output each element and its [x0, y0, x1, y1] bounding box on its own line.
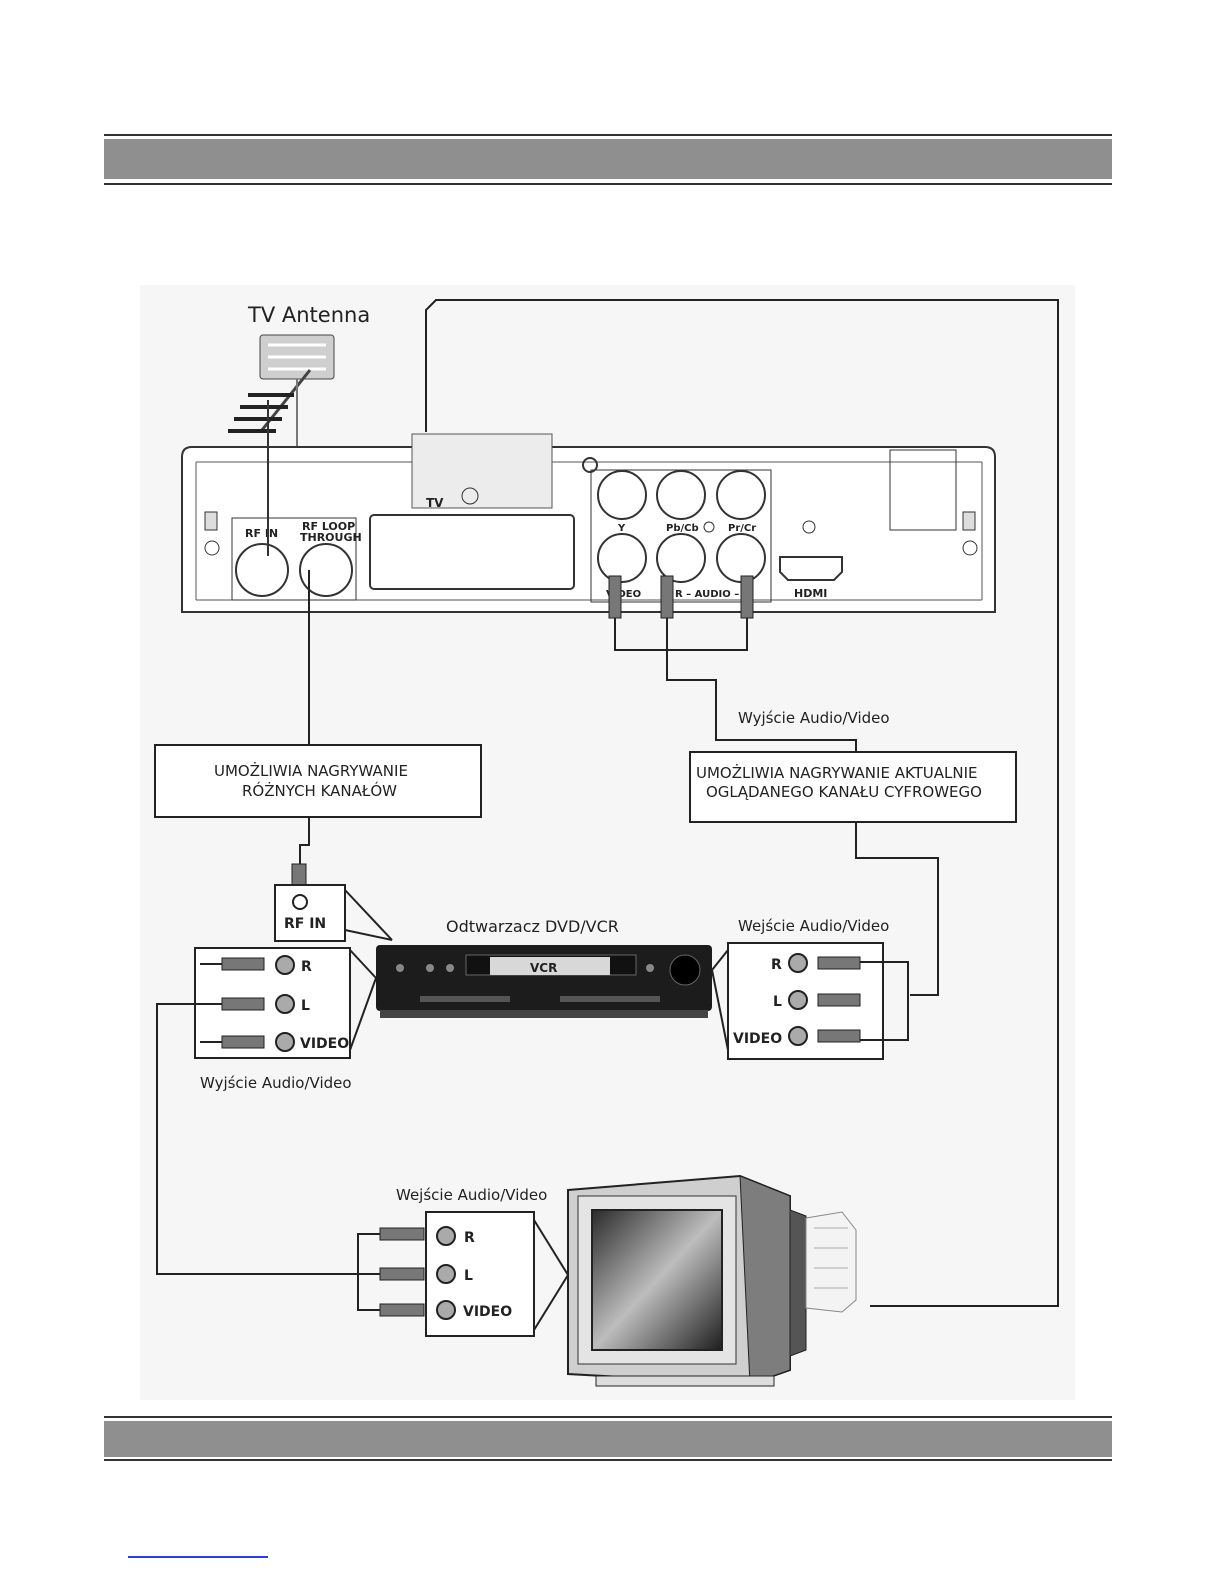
stb-back-panel: [181, 433, 996, 613]
vcr-in-l-label: L: [773, 994, 782, 1010]
dvd-vcr-label: Odtwarzacz DVD/VCR: [446, 917, 619, 936]
stb-video-label: VIDEO: [606, 589, 641, 600]
television-icon: [567, 1174, 807, 1387]
stb-y-label: Y: [617, 523, 626, 534]
scart-cable: [425, 299, 1059, 1307]
stb-rf-in-label: RF IN: [245, 527, 278, 540]
tv-antenna-icon: [228, 334, 335, 450]
stb-av-out-line: [666, 618, 857, 752]
tv-in-l-label: L: [464, 1268, 473, 1284]
stb-through-label: THROUGH: [300, 531, 362, 544]
tv-in-r-label: R: [464, 1230, 475, 1246]
stb-rca-plugs: [608, 575, 754, 619]
vcr-out-r-label: R: [301, 959, 312, 975]
tv-in-video-label: VIDEO: [463, 1304, 512, 1320]
tv-input-inset: [357, 1211, 569, 1337]
info-box-left-line1: UMOŻLIWIA NAGRYWANIE: [214, 761, 408, 780]
vcr-to-tv-cable: [156, 1003, 380, 1275]
left-box-cable: [299, 817, 310, 870]
vcr-badge-label: VCR: [530, 961, 557, 975]
vcr-input-inset: [711, 942, 909, 1060]
stb-hdmi-label: HDMI: [794, 587, 827, 600]
vcr-in-av-label: Wejście Audio/Video: [738, 917, 889, 935]
stb-out-av-label: Wyjście Audio/Video: [738, 709, 890, 727]
vcr-in-video-label: VIDEO: [733, 1031, 782, 1047]
vcr-in-r-label: R: [771, 957, 782, 973]
dvd-vcr-device: [376, 945, 712, 1018]
header-band: [104, 134, 1112, 186]
stb-pbcb-label: Pb/Cb: [666, 523, 699, 534]
vcr-rf-in-inset: [274, 863, 393, 942]
vcr-out-l-label: L: [301, 998, 310, 1014]
stb-av-cable: [614, 618, 748, 651]
footer-link-underline: [128, 1556, 268, 1558]
footer-band: [104, 1416, 1112, 1462]
stb-rf-loop-label: RF LOOP: [302, 520, 355, 533]
stb-audio-label: R – AUDIO – L: [675, 589, 750, 600]
info-box-right-line1: UMOŻLIWIA NAGRYWANIE AKTUALNIE: [696, 763, 978, 782]
right-box-cable: [855, 822, 939, 996]
tv-scart-plug: [805, 1211, 857, 1313]
stb-prcr-label: Pr/Cr: [728, 523, 756, 534]
tv-in-av-label: Wejście Audio/Video: [396, 1186, 547, 1204]
info-box-right: [689, 751, 1017, 823]
info-box-left: [154, 744, 482, 818]
info-box-right-line2: OGLĄDANEGO KANAŁU CYFROWEGO: [706, 783, 982, 801]
vcr-out-video-label: VIDEO: [300, 1036, 349, 1052]
antenna-label: TV Antenna: [247, 303, 370, 327]
stb-tv-scart-label: TV: [426, 496, 444, 510]
info-box-left-line2: RÓŻNYCH KANAŁÓW: [242, 781, 397, 800]
vcr-rf-in-label: RF IN: [284, 916, 326, 932]
vcr-out-av-label: Wyjście Audio/Video: [200, 1074, 352, 1092]
